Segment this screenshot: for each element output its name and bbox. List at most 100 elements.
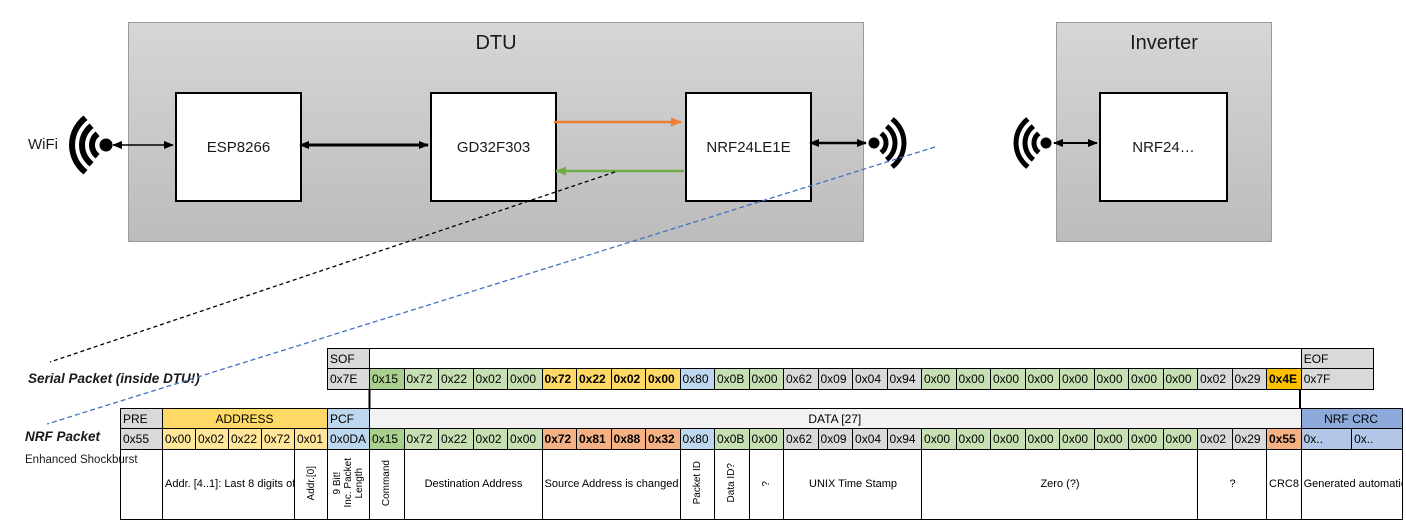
nrf-byte-cell: 0x0DA (327, 428, 371, 450)
sof-header-cell: SOF (327, 348, 370, 369)
serial-byte-cell: 0x22 (576, 368, 612, 390)
annotation-cell: Addr. [4..1]: Last 8 digits of receiving… (162, 449, 295, 520)
nrf-byte-cell: 0x32 (645, 428, 681, 450)
wifi-icon-left-dot (99, 138, 113, 152)
nrf-byte-cell: 0x00 (1128, 428, 1164, 450)
serial-byte-cell: 0x80 (679, 368, 715, 390)
nrf-byte-cell: 0x04 (852, 428, 888, 450)
wifi-icon-left (88, 131, 100, 159)
wifi-icon-inverter (1013, 117, 1030, 169)
annotation-cell: Addr.[0] (293, 449, 329, 520)
serial-byte-cell: 0x02 (1197, 368, 1233, 390)
serial-byte-cell: 0x02 (472, 368, 508, 390)
nrf-byte-cell: 0x09 (817, 428, 854, 450)
annotation-cell: Source Address is changed to DTU serial … (541, 449, 681, 520)
nrf-byte-cell: 0x55 (1266, 428, 1302, 450)
serial-byte-cell: 0x4E (1266, 368, 1302, 390)
serial-byte-cell: 0x00 (990, 368, 1026, 390)
serial-packet-label: Serial Packet (inside DTU!) (28, 371, 200, 386)
gd32f303-box: GD32F303 (430, 92, 557, 202)
nrf-byte-cell: 0x02 (195, 428, 229, 450)
annotation-vertical-text: ? (760, 481, 772, 487)
eof-byte-cell: 0x7F (1300, 368, 1374, 390)
serial-byte-cell: 0x00 (1024, 368, 1060, 390)
wifi-icon-left (68, 115, 88, 175)
annotation-vertical-text: Addr.[0] (305, 465, 317, 501)
nrf-byte-cell: 0x00 (162, 428, 196, 450)
annotation-cell: Packet ID (679, 449, 716, 520)
nrf-byte-cell: 0x00 (921, 428, 957, 450)
annotation-cell: ? (1197, 449, 1268, 520)
nrf-byte-cell: 0x72 (403, 428, 440, 450)
esp8266-label: ESP8266 (206, 138, 271, 156)
annotation-cell: Generated automatically. Dont Care! (1300, 449, 1403, 520)
serial-byte-cell: 0x15 (369, 368, 405, 390)
serial-byte-cell: 0x00 (507, 368, 543, 390)
nrf-byte-cell: 0x00 (1059, 428, 1095, 450)
wifi-icon-dtu-right (890, 117, 907, 169)
serial-byte-cell: 0x04 (852, 368, 888, 390)
inverter-nrf24-label: NRF24… (1132, 138, 1195, 156)
sof-byte-cell: 0x7E (327, 368, 370, 390)
enhanced-shockburst-label: Enhanced Shockburst (25, 454, 138, 466)
annotation-vertical-text: Data ID? (726, 463, 738, 503)
nrf24le1e-box: NRF24LE1E (685, 92, 812, 202)
serial-byte-cell: 0x09 (817, 368, 853, 390)
serial-byte-cell: 0x00 (1128, 368, 1164, 390)
annotation-cell: Command (369, 449, 405, 520)
serial-byte-cell: 0x22 (438, 368, 474, 390)
gd32f303-label: GD32F303 (456, 138, 531, 156)
spacer-cell (369, 348, 1302, 369)
nrf-byte-cell: 0x00 (1162, 428, 1199, 450)
annotation-vertical-text: 9 Bit! Inc. Packet Length (332, 458, 366, 508)
esp8266-box: ESP8266 (175, 92, 302, 202)
nrf-packet-label: NRF Packet (25, 429, 101, 444)
dtu-title: DTU (475, 32, 517, 54)
nrf-byte-cell: 0x02 (472, 428, 509, 450)
annotation-cell: Destination Address (403, 449, 543, 520)
nrf-byte-cell: 0x00 (1024, 428, 1061, 450)
nrf-header-cell: PCF (327, 408, 371, 429)
serial-byte-cell: 0x72 (541, 368, 577, 390)
serial-byte-cell: 0x29 (1231, 368, 1267, 390)
annotation-cell: 9 Bit! Inc. Packet Length (327, 449, 371, 520)
nrf-byte-cell: 0x80 (679, 428, 716, 450)
annotation-vertical-text: Packet ID (691, 461, 703, 505)
wifi-icon-inverter (1022, 124, 1036, 162)
nrf-byte-cell: 0x01 (293, 428, 329, 450)
annotation-cell: ? (748, 449, 785, 520)
inverter-nrf24-box: NRF24… (1099, 92, 1228, 202)
serial-byte-cell: 0x00 (748, 368, 784, 390)
nrf-byte-cell: 0x81 (576, 428, 612, 450)
serial-byte-cell: 0x0B (714, 368, 750, 390)
wifi-label: WiFi (28, 136, 58, 153)
nrf-byte-cell: 0x.. (1351, 428, 1403, 450)
wifi-icon-dtu-right (884, 124, 898, 162)
nrf-byte-cell: 0x.. (1300, 428, 1353, 450)
serial-byte-cell: 0x72 (403, 368, 439, 390)
serial-byte-cell: 0x00 (1162, 368, 1198, 390)
wifi-icon-dtu-right (879, 131, 889, 155)
serial-byte-cell: 0x94 (886, 368, 922, 390)
nrf-byte-cell: 0x00 (955, 428, 992, 450)
nrf-header-cell: NRF CRC (1300, 408, 1403, 429)
annotation-cell: CRC8 recalc. ! (1266, 449, 1302, 520)
serial-byte-cell: 0x00 (1093, 368, 1129, 390)
serial-byte-cell: 0x62 (783, 368, 819, 390)
nrf-byte-cell: 0x55 (120, 428, 163, 450)
serial-byte-cell: 0x00 (645, 368, 681, 390)
annotation-spacer (120, 449, 163, 520)
wifi-icon-inverter (1031, 131, 1041, 155)
serial-byte-cell: 0x00 (921, 368, 957, 390)
serial-byte-cell: 0x00 (955, 368, 991, 390)
nrf-byte-cell: 0x00 (1093, 428, 1130, 450)
nrf-byte-cell: 0x00 (507, 428, 543, 450)
nrf-byte-cell: 0x00 (748, 428, 785, 450)
nrf-byte-cell: 0x88 (610, 428, 647, 450)
inverter-box: Inverter (1056, 22, 1272, 242)
nrf-byte-cell: 0x22 (228, 428, 262, 450)
nrf-header-cell: DATA [27] (369, 408, 1302, 429)
